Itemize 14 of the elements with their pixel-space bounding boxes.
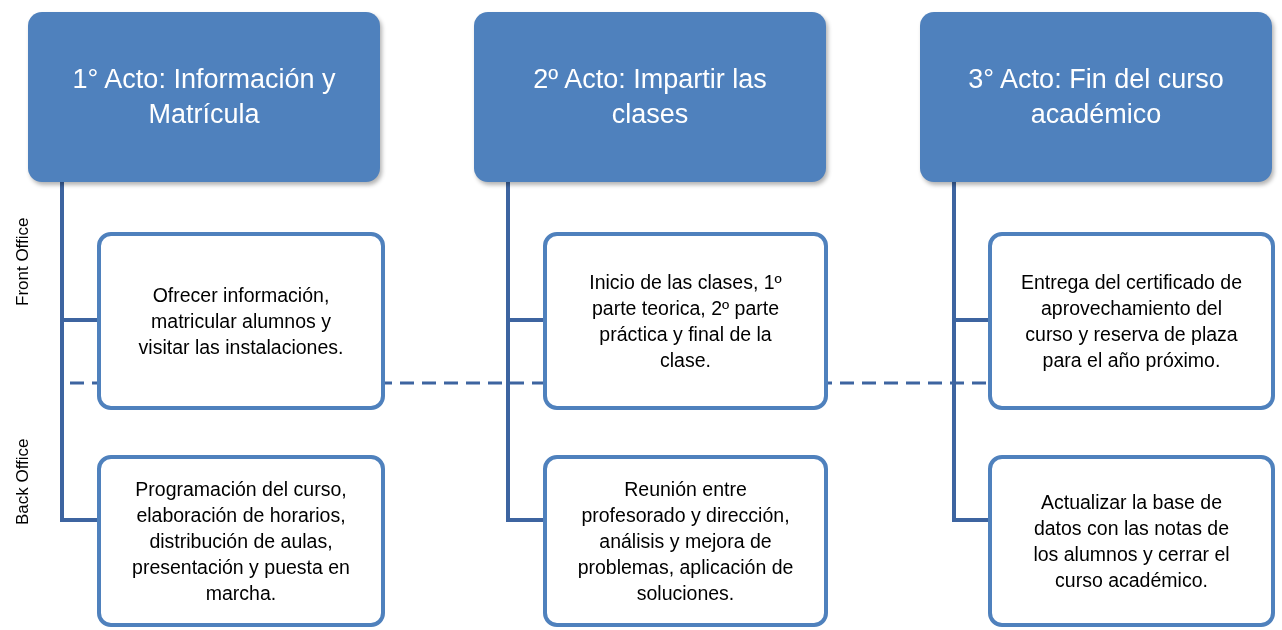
task-box: Reunión entre profesorado y dirección, análisis y mejora de problemas, aplicación de soluciones. <box>543 455 828 627</box>
phase-header-box: 1° Acto: Información y Matrícula <box>28 12 380 182</box>
phase-header-box: 2º Acto: Impartir las clases <box>474 12 826 182</box>
row-label: Back Office <box>11 438 33 526</box>
task-box: Programación del curso, elaboración de horarios, distribución de aulas, presentación y puesta en marcha. <box>97 455 385 627</box>
connector-line <box>952 182 988 522</box>
task-box: Ofrecer información, matricular alumnos y visitar las instalaciones. <box>97 232 385 410</box>
connector-line <box>506 182 543 522</box>
phase-header-box: 3° Acto: Fin del curso académico <box>920 12 1272 182</box>
task-box: Entrega del certificado de aprovechamiento del curso y reserva de plaza para el año próximo. <box>988 232 1275 410</box>
task-box: Inicio de las clases, 1º parte teorica, 2º parte práctica y final de la clase. <box>543 232 828 410</box>
row-label: Front Office <box>11 217 33 307</box>
task-box: Actualizar la base de datos con las notas de los alumnos y cerrar el curso académico. <box>988 455 1275 627</box>
connector-line <box>60 182 97 522</box>
